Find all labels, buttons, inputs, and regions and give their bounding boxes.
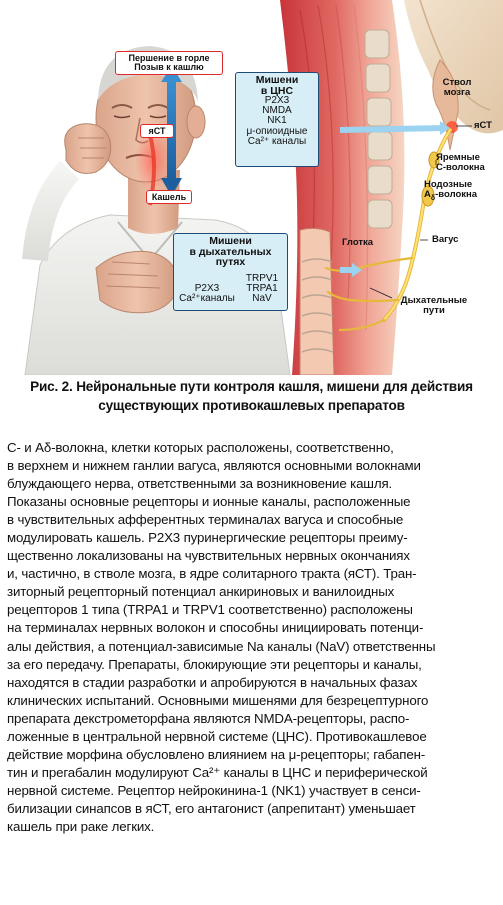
throat-irritation-pill: Першение в горле Позыв к кашлю	[115, 51, 223, 75]
cns-target-item: Ca²⁺ каналы	[247, 135, 307, 147]
body-line: алы действия, а потенциал-зависимые Na к…	[7, 638, 436, 654]
body-line: тин и прегабалин модулируют Ca²⁺ каналы …	[7, 764, 428, 780]
body-line: и, частично, в стволе мозга, в ядре соли…	[7, 566, 417, 582]
airway-target-left-list: P2X3 Ca²⁺каналы	[178, 284, 236, 304]
cns-box-title-1: Мишени	[255, 74, 299, 86]
body-line: С- и Aδ-волокна, клетки которых располож…	[7, 440, 394, 455]
airway-target-item: Ca²⁺каналы	[179, 293, 235, 304]
brainstem-label-line: Ствол	[442, 77, 472, 88]
body-line: щественно локализованы на чувствительных…	[7, 548, 410, 564]
airway-target-item: NaV	[252, 293, 272, 304]
body-line: нервной системе. Рецептор нейрокинина-1 …	[7, 782, 421, 798]
nts-pill: яСТ	[140, 124, 174, 138]
box-connector-arrows	[339, 121, 450, 277]
cns-target-item: μ-опиоидные	[246, 125, 308, 137]
figure-caption: Рис. 2. Нейрональные пути контроля кашля…	[0, 377, 503, 415]
cns-target-item: P2X3	[264, 95, 290, 106]
body-line: Показаны основные рецепторы и ионные кан…	[7, 494, 411, 510]
nodose-a-letter: А	[424, 189, 431, 200]
nts-right-label: яСТ	[474, 120, 492, 131]
jugular-fibers-label: Яремные С-волокна	[436, 153, 485, 173]
cns-target-item: NMDA	[262, 105, 292, 117]
vagus-label: Вагус	[432, 234, 459, 245]
airway-target-item: TRPV1	[245, 273, 279, 284]
airways-label-line: пути	[423, 305, 445, 316]
cns-target-item: NK1	[267, 115, 287, 127]
jugular-label-line: С-волокна	[436, 162, 485, 173]
cough-urge-label: Позыв к кашлю	[134, 62, 204, 72]
body-line: блуждающего нерва, ответственными за воз…	[7, 476, 393, 492]
jugular-label-line: Яремные	[436, 152, 480, 163]
cough-pathways-figure: Першение в горле Позыв к кашлю яСТ Кашел…	[0, 0, 503, 375]
body-line: зиторный рецепторный потенциал анкиринов…	[7, 584, 395, 600]
nodose-fibers-label: Нодозные Аδ-волокна	[424, 180, 477, 204]
airway-target-right-list: TRPV1 TRPA1 NaV	[240, 274, 284, 304]
cough-pill: Кашель	[146, 190, 192, 204]
airways-label: Дыхательные пути	[393, 296, 475, 316]
body-line: модулировать кашель. P2X3 пуринергически…	[7, 530, 408, 546]
cns-target-list: P2X3 NMDA NK1 μ-опиоидные Ca²⁺ каналы	[236, 95, 318, 147]
body-line: за его передачу. Препараты, блокирующие …	[7, 656, 422, 672]
cough-label: Кашель	[151, 191, 187, 202]
body-line: кашель при раке легких.	[7, 818, 155, 834]
cns-targets-box: Мишени в ЦНС P2X3 NMDA NK1 μ-опиоидные C…	[235, 72, 319, 167]
brainstem-label: Ствол мозга	[435, 78, 479, 98]
nodose-delta-sub: δ	[430, 194, 436, 202]
caption-line-1: Рис. 2. Нейрональные пути контроля кашля…	[30, 379, 473, 394]
body-line: находятся в стадии разработки и апробиру…	[7, 674, 418, 690]
vagus-nerve	[324, 128, 452, 332]
airway-box-title-1: Мишени	[209, 235, 252, 247]
body-line: рецепторов 1 типа (TRPA1 и TRPV1 соответ…	[7, 602, 413, 618]
body-paragraph: С- и Aδ-волокна, клетки которых располож…	[7, 439, 499, 836]
body-line: в чувствительных афферентных терминалах …	[7, 512, 404, 528]
nodose-label-line: Нодозные	[424, 179, 473, 190]
airway-box-title-3: путях	[215, 256, 246, 268]
pharynx-label: Глотка	[342, 237, 374, 248]
airway-box-title-2: в дыхательных	[189, 245, 272, 258]
body-line: препарата декстрометорфана являются NMDA…	[7, 710, 410, 726]
airway-target-item: TRPA1	[246, 283, 278, 294]
nodose-label-line: Аδ-волокна	[424, 190, 477, 204]
label-pointers	[369, 125, 472, 299]
nodose-fibers-word: -волокна	[435, 189, 478, 200]
body-line: действие морфина обусловлено влиянием на…	[7, 746, 426, 762]
airway-targets-box: Мишени в дыхательных путях P2X3 Ca²⁺кана…	[173, 233, 288, 311]
throat-irritation-label: Першение в горле	[128, 53, 210, 63]
body-line: в верхнем и нижнем ганлии вагуса, являют…	[7, 458, 421, 474]
body-line: на терминалах нервных волокон и способны…	[7, 620, 424, 636]
body-line: билизации синапсов в яСТ, его антагонист…	[7, 800, 416, 816]
body-line: ложенные в центральной нервной системе (…	[7, 728, 427, 744]
body-line: клинических испытаний. Основными мишеням…	[7, 692, 429, 708]
airways-label-line: Дыхательные	[400, 295, 468, 306]
airway-target-item: P2X3	[194, 283, 220, 294]
brainstem-label-line: мозга	[443, 87, 471, 98]
caption-line-2: существующих противокашлевых препаратов	[98, 398, 405, 413]
nts-label: яСТ	[148, 125, 166, 136]
cns-box-title-2: в ЦНС	[260, 84, 294, 97]
